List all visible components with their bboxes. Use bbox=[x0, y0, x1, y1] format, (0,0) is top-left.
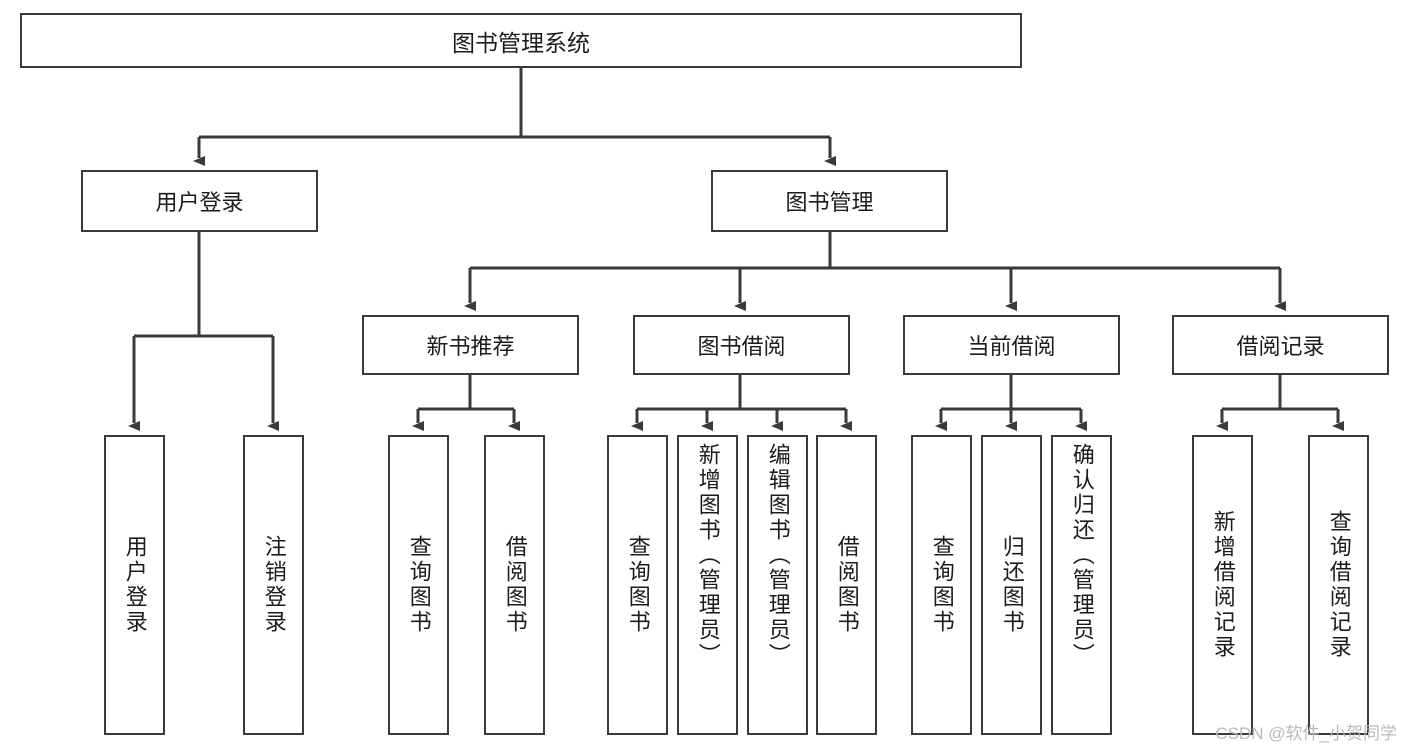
node-new-book-recommend-label: 新书推荐 bbox=[426, 334, 515, 359]
leaf-confirm-return-admin-label: 确认归还（管理员） bbox=[1069, 443, 1095, 668]
leaf-return-book-label: 归还图书 bbox=[999, 535, 1025, 635]
leaf-confirm-return-admin[interactable]: 确认归还（管理员） bbox=[1051, 435, 1112, 735]
leaf-query-book-current-label: 查询图书 bbox=[929, 535, 955, 635]
node-book-borrow[interactable]: 图书借阅 bbox=[633, 315, 850, 375]
leaf-add-borrow-record-label: 新增借阅记录 bbox=[1210, 510, 1236, 660]
leaf-logout-label: 注销登录 bbox=[261, 535, 287, 635]
leaf-borrow-book[interactable]: 借阅图书 bbox=[816, 435, 877, 735]
leaf-query-book-borrow-label: 查询图书 bbox=[625, 535, 651, 635]
leaf-borrow-book-label: 借阅图书 bbox=[834, 535, 860, 635]
node-current-borrow[interactable]: 当前借阅 bbox=[903, 315, 1120, 375]
leaf-edit-book-admin[interactable]: 编辑图书（管理员） bbox=[747, 435, 808, 735]
leaf-query-book-borrow[interactable]: 查询图书 bbox=[607, 435, 668, 735]
leaf-query-book-recommend[interactable]: 查询图书 bbox=[388, 435, 449, 735]
node-current-borrow-label: 当前借阅 bbox=[967, 334, 1056, 359]
leaf-borrow-book-recommend-label: 借阅图书 bbox=[502, 535, 528, 635]
node-borrow-record-label: 借阅记录 bbox=[1236, 334, 1325, 359]
leaf-borrow-book-recommend[interactable]: 借阅图书 bbox=[484, 435, 545, 735]
leaf-user-login-label: 用户登录 bbox=[122, 535, 148, 635]
leaf-edit-book-admin-label: 编辑图书（管理员） bbox=[765, 443, 791, 668]
leaf-return-book[interactable]: 归还图书 bbox=[981, 435, 1042, 735]
node-user-login[interactable]: 用户登录 bbox=[81, 170, 318, 232]
leaf-query-book-current[interactable]: 查询图书 bbox=[911, 435, 972, 735]
node-user-login-label: 用户登录 bbox=[155, 190, 244, 215]
leaf-query-borrow-record[interactable]: 查询借阅记录 bbox=[1308, 435, 1369, 735]
leaf-query-book-recommend-label: 查询图书 bbox=[406, 535, 432, 635]
node-root-label: 图书管理系统 bbox=[452, 29, 590, 56]
leaf-query-borrow-record-label: 查询借阅记录 bbox=[1326, 510, 1352, 660]
node-book-borrow-label: 图书借阅 bbox=[697, 334, 786, 359]
node-new-book-recommend[interactable]: 新书推荐 bbox=[362, 315, 579, 375]
node-book-management[interactable]: 图书管理 bbox=[711, 170, 948, 232]
node-borrow-record[interactable]: 借阅记录 bbox=[1172, 315, 1389, 375]
leaf-logout[interactable]: 注销登录 bbox=[243, 435, 304, 735]
node-root[interactable]: 图书管理系统 bbox=[20, 13, 1022, 68]
node-book-management-label: 图书管理 bbox=[785, 190, 874, 215]
leaf-add-book-admin[interactable]: 新增图书（管理员） bbox=[677, 435, 738, 735]
watermark: CSDN @软件_小贺同学 bbox=[1215, 724, 1397, 743]
leaf-add-book-admin-label: 新增图书（管理员） bbox=[695, 443, 721, 668]
leaf-user-login[interactable]: 用户登录 bbox=[104, 435, 165, 735]
leaf-add-borrow-record[interactable]: 新增借阅记录 bbox=[1192, 435, 1253, 735]
